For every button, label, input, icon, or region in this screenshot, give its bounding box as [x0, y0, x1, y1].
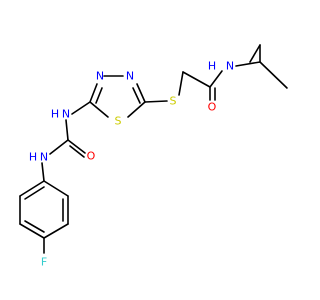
atom-s-thioether: S [170, 95, 177, 108]
atom-h-urea-top: H [51, 108, 59, 121]
bond-ringc-sring-right [127, 101, 146, 118]
atom-n-ring-left: N [96, 70, 104, 83]
bond-ringc-sring-left [89, 101, 109, 118]
atom-n-urea-top: N [62, 108, 70, 121]
atom-o-amide: O [208, 101, 217, 114]
bonds [19, 44, 288, 254]
atom-n-ring-right: N [126, 70, 134, 83]
bond-ar6 [19, 180, 45, 197]
atom-h-amide: H [208, 60, 216, 73]
bond-ar1 [43, 180, 69, 197]
bond-ch-n [235, 61, 261, 67]
bond-s-ringc [144, 100, 168, 103]
bond-methyl-top [249, 44, 261, 63]
atom-n-amide: N [226, 60, 234, 73]
bond-nh-ureac [65, 119, 69, 141]
bond-ar-inner3 [24, 186, 45, 200]
bond-ar4 [19, 223, 45, 239]
molecule-structure: N H O S N N S N H O N H F [19, 44, 288, 269]
bond-ar3 [43, 223, 69, 239]
bond-ringc-nh [71, 101, 91, 115]
bond-methyl-right [259, 61, 288, 89]
atom-f: F [41, 256, 47, 269]
bond-n-carbonyl [209, 70, 223, 88]
atom-n-urea-left: N [40, 151, 48, 164]
atom-labels: N H O S N N S N H O N H F [29, 60, 234, 269]
bond-nh2-aryl [41, 162, 45, 182]
bond-ringc-nright-a [136, 83, 146, 103]
bond-ar-inner2 [24, 220, 45, 233]
bond-nleft-ringc-a [89, 83, 98, 103]
atom-o-urea: O [87, 150, 96, 163]
bond-ringc-nright-b [132, 87, 141, 104]
bond-carbonyl-ch2 [182, 71, 211, 88]
bond-nleft-ringc-b [95, 87, 103, 104]
bond-ureac-o-a [67, 139, 86, 154]
bond-ch2-s [178, 71, 184, 96]
bond-ureac-nh2 [49, 139, 69, 155]
atom-s-ring: S [115, 115, 122, 128]
bond-ureac-o-b [69, 145, 85, 158]
atom-h-urea-left: H [29, 151, 37, 164]
